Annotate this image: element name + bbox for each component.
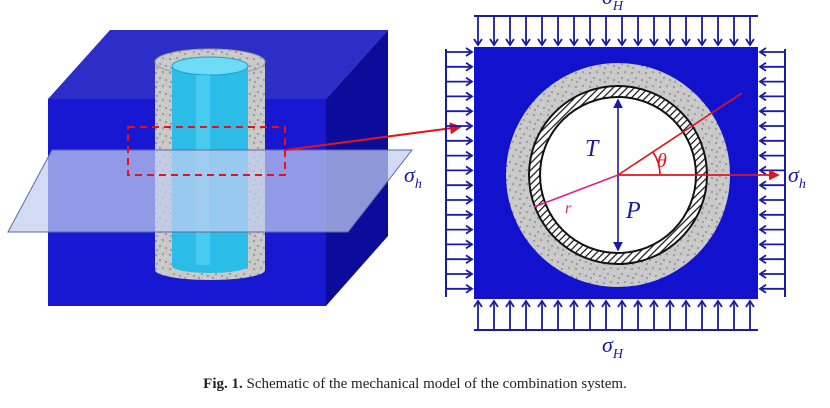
sigma-H-top-arrow-head	[505, 38, 515, 47]
sigma-H-bottom-arrow-head	[617, 299, 627, 308]
casing-fluid-bottom	[172, 259, 248, 273]
sigma-h-right-arrow-head	[758, 165, 767, 176]
sigma-H-bottom-arrow-head	[569, 299, 579, 308]
sigma-H-top-arrow-head	[633, 38, 643, 47]
radius-r-line	[533, 174, 619, 208]
sigma-h-right-arrow-head	[758, 91, 767, 102]
sigma-h-right-arrow-head	[758, 62, 767, 72]
sigma-h-right-arrow-head	[758, 136, 767, 146]
sigma-h-right-arrow-head	[758, 195, 767, 205]
sigma-H-top-arrow-head	[537, 38, 547, 47]
section-highlight-box	[127, 126, 286, 176]
sigma-H-top-arrows	[473, 15, 758, 47]
sigma-h-left-arrow-head	[465, 239, 474, 250]
sigma-h-left-arrow-head	[465, 136, 474, 146]
sigma-h-left-arrow-head	[465, 47, 474, 57]
sigma-H-top-arrow-head	[553, 38, 563, 47]
label-T: T	[585, 136, 600, 162]
sigma-H-top-arrow-head	[617, 38, 627, 47]
sigma-H-top-arrow-head	[521, 38, 531, 47]
sigma-h-right-arrow-head	[758, 210, 767, 220]
sigma-h-left-arrow-head	[465, 195, 474, 205]
sigma-H-top-arrow-head	[729, 38, 739, 47]
sigma-H-top-arrow-head	[649, 38, 659, 47]
caption-label: Fig. 1.	[203, 376, 243, 392]
sigma-h-left-arrow-head	[465, 269, 474, 279]
zoom-connector-arrow	[285, 122, 462, 151]
sigma-H-top-arrow-head	[601, 38, 611, 47]
sigma-H-bottom-arrow-head	[505, 299, 515, 308]
sigma-H-top-arrow-head	[585, 38, 595, 47]
sigma-h-left-arrow-head	[465, 76, 474, 87]
svg-text:σH: σH	[602, 0, 624, 14]
sigma-H-bottom-arrow-head	[489, 299, 499, 308]
sigma-H-bottom-arrow-head	[553, 299, 563, 308]
stress-label-sigma-h-right: σh	[788, 162, 806, 192]
sigma-H-bottom-arrows	[473, 299, 758, 331]
sigma-h-left-arrow-head	[465, 150, 474, 161]
sigma-h-right-arrow-head	[758, 180, 767, 190]
sigma-h-right-arrow-head	[758, 269, 767, 279]
sigma-h-right-arrow-head	[758, 224, 767, 235]
cross-section-panel: T P θ r	[445, 15, 786, 331]
sigma-H-top-arrow-head	[665, 38, 675, 47]
sigma-h-left-arrow-head	[465, 62, 474, 72]
sigma-h-right-arrow-head	[758, 254, 767, 264]
sigma-h-right-arrow-head	[758, 239, 767, 250]
sigma-h-right-arrow-head	[758, 47, 767, 57]
sigma-h-left-arrows	[445, 47, 474, 297]
section-plane	[7, 149, 414, 233]
theta-arc	[652, 151, 661, 176]
sigma-H-bottom-arrow-head	[681, 299, 691, 308]
sigma-H-bottom-arrow-head	[473, 299, 483, 308]
sigma-h-left-arrow-head	[465, 91, 474, 102]
sigma-H-top-arrow-head	[473, 38, 483, 47]
sigma-H-bottom-arrow-head	[537, 299, 547, 308]
sigma-h-left-arrow-head	[465, 254, 474, 264]
sigma-H-bottom-arrow-head	[585, 299, 595, 308]
sigma-H-bottom-arrow-head	[745, 299, 755, 308]
sigma-H-top-arrow-head	[745, 38, 755, 47]
stress-label-sigma-H-bottom: σH	[602, 332, 624, 362]
sigma-h-right-arrow-head	[758, 150, 767, 161]
sigma-H-top-arrow-head	[569, 38, 579, 47]
theta-ray	[617, 92, 743, 176]
sigma-H-bottom-arrow-head	[729, 299, 739, 308]
sigma-h-right-arrow-head	[758, 106, 767, 116]
sigma-H-bottom-arrow-head	[633, 299, 643, 308]
sigma-H-top-arrow-head	[681, 38, 691, 47]
stress-label-sigma-h-left: σh	[404, 162, 422, 192]
sigma-h-left-arrow-head	[465, 284, 474, 294]
sigma-H-bottom-arrow-head	[601, 299, 611, 308]
casing-fluid-top	[171, 56, 249, 76]
svg-text:σh: σh	[404, 162, 422, 192]
sigma-h-left-arrow-head	[465, 210, 474, 220]
sigma-h-left-arrow-head	[465, 224, 474, 235]
sigma-H-bottom-arrow-head	[665, 299, 675, 308]
sigma-h-left-arrow-head	[465, 165, 474, 176]
stress-label-sigma-H-top: σH	[602, 0, 624, 14]
sigma-H-top-arrow-head	[713, 38, 723, 47]
svg-text:σH: σH	[602, 332, 624, 362]
sigma-h-right-arrow-head	[758, 284, 767, 294]
label-r: r	[565, 200, 572, 217]
sigma-H-bottom-arrow-head	[649, 299, 659, 308]
sigma-H-bottom-arrow-head	[713, 299, 723, 308]
sigma-h-left-arrow-head	[465, 180, 474, 190]
figure-caption: Fig. 1. Schematic of the mechanical mode…	[0, 376, 830, 393]
sigma-h-right-arrows	[758, 47, 786, 297]
sigma-H-bottom-arrow-head	[521, 299, 531, 308]
sigma-h-right-arrow-head	[758, 76, 767, 87]
label-P: P	[625, 198, 641, 224]
label-theta: θ	[657, 150, 667, 172]
sigma-H-top-arrow-head	[697, 38, 707, 47]
sigma-h-left-arrow-head	[465, 121, 474, 131]
sigma-h-right-arrow-head	[758, 121, 767, 131]
sigma-h-left-arrow-head	[465, 106, 474, 116]
sigma-H-bottom-arrow-head	[697, 299, 707, 308]
sigma-H-top-arrow-head	[489, 38, 499, 47]
caption-text: Schematic of the mechanical model of the…	[246, 376, 627, 392]
svg-text:σh: σh	[788, 162, 806, 192]
